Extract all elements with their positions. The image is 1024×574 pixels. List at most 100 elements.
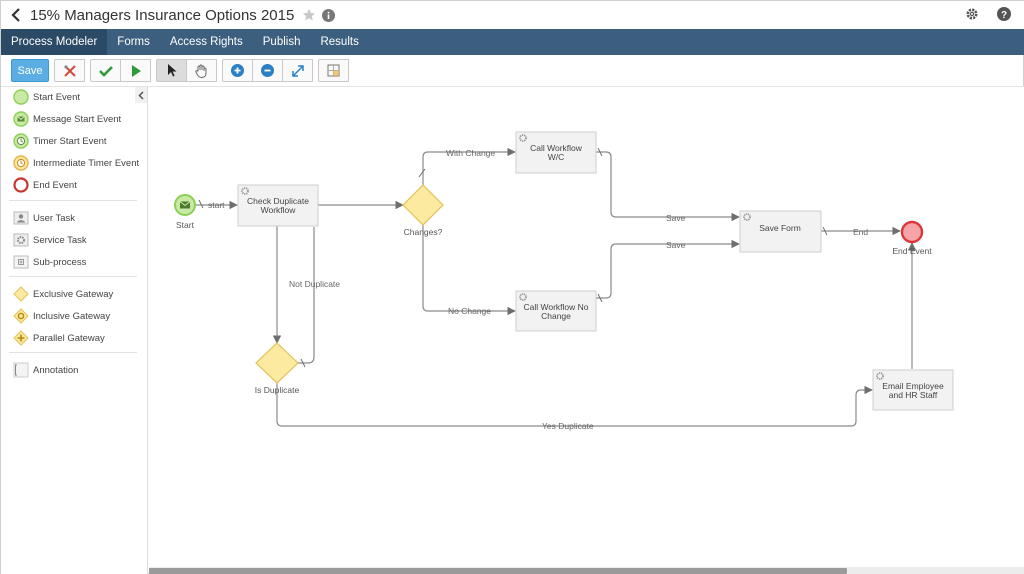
shape-palette: Start Event Message Start Event Timer St… — [1, 87, 148, 574]
gear-icon — [519, 293, 527, 301]
main-nav: Process Modeler Forms Access Rights Publ… — [1, 29, 1024, 55]
chevron-left-icon — [11, 8, 20, 22]
bpmn-diagram: start With Change No Change Save Save En… — [174, 131, 954, 431]
tab-results[interactable]: Results — [320, 36, 359, 48]
flow-label-save: Save — [666, 213, 686, 223]
flow-with-change[interactable] — [422, 147, 516, 185]
message-event-icon — [13, 111, 29, 127]
palette-start-event[interactable]: Start Event — [13, 87, 80, 107]
palette-service-task[interactable]: Service Task — [13, 230, 87, 250]
end-event-label: End Event — [892, 246, 932, 256]
star-icon[interactable] — [302, 8, 316, 22]
task-label: Workflow — [261, 205, 297, 215]
palette-exclusive-gateway[interactable]: Exclusive Gateway — [13, 284, 113, 304]
info-icon[interactable] — [322, 8, 336, 22]
flow-label-save: Save — [666, 240, 686, 250]
flow-labels: start With Change No Change Save Save En… — [208, 148, 868, 431]
validate-button[interactable] — [90, 59, 121, 82]
tab-forms[interactable]: Forms — [117, 36, 150, 48]
palette-parallel-gateway[interactable]: Parallel Gateway — [13, 328, 105, 348]
palette-item-label: Start Event — [33, 91, 80, 103]
scrollbar-thumb[interactable] — [149, 568, 847, 574]
gateway-is-duplicate[interactable]: Is Duplicate — [255, 342, 300, 395]
parallel-gateway-icon — [13, 330, 29, 346]
palette-item-label: User Task — [33, 212, 76, 224]
page-title: 15% Managers Insurance Options 2015 — [30, 6, 295, 24]
sequence-flows — [196, 147, 917, 427]
zoom-out-icon — [261, 64, 274, 77]
save-button[interactable]: Save — [11, 59, 49, 82]
task-check-duplicate[interactable]: Check Duplicate Workflow — [237, 184, 319, 227]
tab-process-modeler[interactable]: Process Modeler — [1, 29, 108, 55]
start-event-label: Start — [176, 220, 195, 230]
task-email-employee[interactable]: Email Employee and HR Staff — [872, 369, 954, 411]
task-label: and HR Staff — [889, 390, 938, 400]
flow-label-with-change: With Change — [446, 148, 495, 158]
add-lane-button[interactable] — [318, 59, 349, 82]
tab-publish[interactable]: Publish — [262, 36, 301, 48]
task-call-workflow-no-change[interactable]: Call Workflow No Change — [515, 290, 597, 332]
gear-icon — [876, 372, 884, 380]
end-event[interactable]: End Event — [892, 220, 932, 256]
task-label: Call Workflow — [530, 143, 583, 153]
palette-inclusive-gateway[interactable]: Inclusive Gateway — [13, 306, 110, 326]
task-save-form[interactable]: Save Form — [739, 210, 822, 253]
toolbar: Save — [1, 55, 1024, 87]
wrench-cross-icon — [63, 64, 76, 77]
flow-yes-duplicate[interactable] — [276, 383, 873, 427]
palette-divider — [9, 200, 137, 201]
task-label: Call Workflow No — [523, 302, 588, 312]
zoom-in-button[interactable] — [222, 59, 253, 82]
palette-divider — [9, 276, 137, 277]
help-icon[interactable]: ? — [997, 7, 1011, 21]
cursor-icon — [167, 64, 176, 77]
flow-label-no-change: No Change — [448, 306, 491, 316]
palette-annotation[interactable]: Annotation — [13, 360, 78, 380]
task-call-workflow-wc[interactable]: Call Workflow W/C — [515, 131, 597, 174]
gateway-changes[interactable]: Changes? — [402, 184, 444, 237]
inclusive-gateway-icon — [13, 308, 29, 324]
exclusive-gateway-icon — [13, 286, 29, 302]
zoom-out-button[interactable] — [252, 59, 283, 82]
palette-item-label: Timer Start Event — [33, 135, 107, 147]
expand-icon — [291, 64, 304, 77]
horizontal-scrollbar[interactable] — [149, 567, 1024, 574]
collapse-palette-button[interactable] — [135, 87, 147, 103]
start-event[interactable]: Start — [174, 194, 196, 230]
service-task-icon — [13, 232, 29, 248]
palette-message-start-event[interactable]: Message Start Event — [13, 109, 121, 129]
select-tool-button[interactable] — [156, 59, 187, 82]
process-canvas[interactable]: start With Change No Change Save Save En… — [149, 87, 1024, 574]
flow-save-2[interactable] — [596, 239, 740, 299]
palette-end-event[interactable]: End Event — [13, 175, 77, 195]
fit-button[interactable] — [282, 59, 313, 82]
title-bar: 15% Managers Insurance Options 2015 ? — [1, 1, 1024, 29]
pan-tool-button[interactable] — [186, 59, 217, 82]
tab-access-rights[interactable]: Access Rights — [169, 36, 243, 48]
palette-user-task[interactable]: User Task — [13, 208, 75, 228]
timer-start-event-icon — [13, 133, 29, 149]
gear-icon[interactable] — [965, 7, 979, 21]
palette-sub-process[interactable]: Sub-process — [13, 252, 86, 272]
palette-item-label: End Event — [33, 179, 77, 191]
flow-not-duplicate[interactable] — [298, 227, 315, 364]
back-button[interactable] — [4, 1, 28, 29]
palette-item-label: Service Task — [33, 234, 87, 246]
task-label: Check Duplicate — [247, 196, 309, 206]
flow-save-1[interactable] — [596, 151, 740, 222]
start-event-icon — [13, 89, 29, 105]
palette-intermediate-timer-event[interactable]: Intermediate Timer Event — [13, 153, 139, 173]
flow-no-change[interactable] — [422, 225, 516, 316]
task-label: Change — [541, 311, 571, 321]
palette-timer-start-event[interactable]: Timer Start Event — [13, 131, 107, 151]
tools-button[interactable] — [54, 59, 85, 82]
run-button[interactable] — [120, 59, 151, 82]
user-task-icon — [13, 210, 29, 226]
gear-icon — [743, 213, 751, 221]
flow-label-start: start — [208, 200, 225, 210]
chevron-left-icon — [138, 90, 144, 100]
palette-item-label: Parallel Gateway — [33, 332, 105, 344]
flow-label-not-duplicate: Not Duplicate — [289, 279, 340, 289]
zoom-in-icon — [231, 64, 244, 77]
